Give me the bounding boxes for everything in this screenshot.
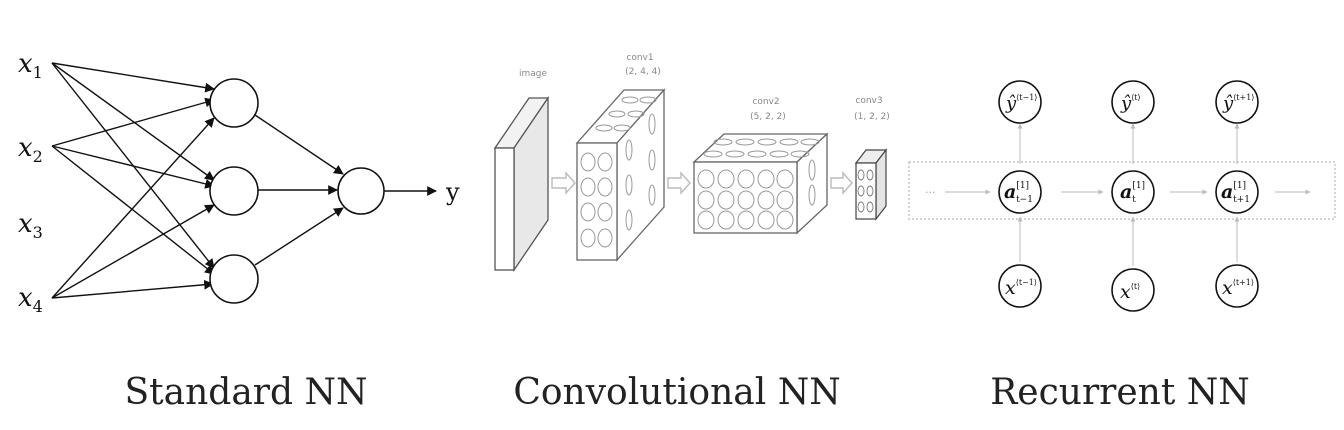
input-label: x⟨t⟩ [1120, 281, 1140, 303]
input-label-x4: x4 [18, 283, 43, 316]
edge [51, 62, 215, 181]
conv1-label: conv1 [626, 53, 653, 63]
output-label: ŷ⟨t+1⟩ [1222, 93, 1254, 114]
rnn-dots: ··· [925, 186, 936, 199]
input-label: x⟨t−1⟩ [1005, 277, 1037, 299]
input-label-x3: x3 [18, 209, 43, 242]
edge [254, 114, 344, 175]
edge [51, 279, 214, 299]
hidden-label: a[1]t [1120, 181, 1145, 205]
flow-arrow [830, 171, 853, 195]
standard-nn-diagram: x1 x2 x3 x4 y Standard NN [18, 49, 460, 413]
hidden-label: a[1]t+1 [1221, 181, 1250, 205]
input-label-x1: x1 [18, 49, 43, 82]
edge [51, 97, 215, 147]
hidden-node [998, 170, 1042, 214]
output-node [1215, 80, 1259, 124]
input-label: x⟨t+1⟩ [1222, 277, 1254, 299]
output-label-y: y [445, 178, 460, 206]
input-node [1215, 264, 1259, 308]
conv3-label: conv3 [855, 96, 882, 106]
edge [51, 204, 215, 299]
hidden-node [209, 166, 259, 216]
flow-arrow [667, 171, 691, 195]
hidden-node [1215, 170, 1259, 214]
conv1-dims: (2, 4, 4) [625, 67, 661, 77]
input-node [998, 264, 1042, 308]
output-node [337, 167, 385, 215]
image-label: image [519, 69, 547, 79]
edge [254, 207, 344, 266]
conv2-dims: (5, 2, 2) [750, 112, 786, 122]
hidden-label: a[1]t−1 [1004, 181, 1033, 205]
rnn-nodes [998, 80, 1259, 312]
conv-nn-title: Convolutional NN [513, 372, 840, 413]
standard-nn-title: Standard NN [125, 372, 368, 413]
edge [51, 117, 215, 299]
hidden-node [1111, 170, 1155, 214]
conv-nn-diagram: image conv1 (2, 4, 4) [493, 53, 890, 413]
recurrent-nn-title: Recurrent NN [990, 372, 1250, 413]
output-node [998, 80, 1042, 124]
output-label: ŷ⟨t⟩ [1120, 93, 1141, 114]
hidden-node [209, 78, 259, 128]
conv2-block [692, 132, 829, 235]
conv3-block [854, 148, 888, 221]
standard-nn-edges [51, 62, 437, 299]
recurrent-nn-diagram: ··· ŷ⟨t−1⟩ ŷ⟨t⟩ ŷ⟨t+1⟩ a[1]t−1 a[1]t … [908, 80, 1336, 413]
standard-nn-nodes [209, 78, 385, 304]
conv2-label: conv2 [752, 97, 779, 107]
output-node [1111, 80, 1155, 124]
edge [51, 145, 215, 275]
input-label-x2: x2 [18, 133, 43, 166]
hidden-node [209, 254, 259, 304]
rnn-edges [945, 123, 1311, 266]
rnn-layer-box [908, 161, 1336, 220]
conv3-dims: (1, 2, 2) [854, 112, 890, 122]
input-node [1111, 268, 1155, 312]
edge [51, 62, 215, 93]
flow-arrow [551, 171, 576, 195]
edge [51, 145, 215, 189]
output-label: ŷ⟨t−1⟩ [1005, 93, 1037, 114]
image-slab [493, 95, 550, 273]
conv1-block [575, 88, 666, 262]
